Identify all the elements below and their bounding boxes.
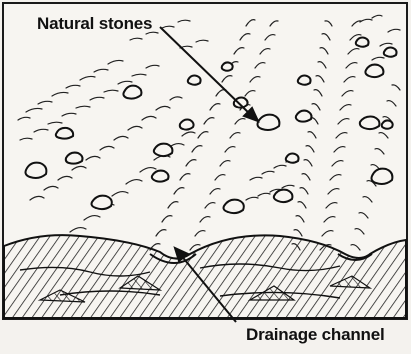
- stone: [180, 120, 194, 130]
- stone: [26, 163, 47, 178]
- stone: [356, 38, 369, 47]
- stone: [123, 86, 141, 99]
- stone: [152, 171, 169, 182]
- stone: [296, 111, 312, 122]
- stone: [298, 76, 311, 85]
- stone: [258, 115, 280, 130]
- natural-stones-label: Natural stones: [37, 14, 152, 34]
- stone: [382, 120, 393, 128]
- drainage-channel-label: Drainage channel: [246, 325, 385, 345]
- stone: [154, 144, 173, 157]
- stone: [365, 65, 383, 78]
- stone: [222, 62, 233, 70]
- stone: [286, 154, 299, 163]
- stone: [92, 196, 112, 210]
- stone: [274, 190, 293, 203]
- stone: [66, 153, 83, 164]
- stone: [372, 169, 393, 184]
- stone: [56, 128, 73, 139]
- stone: [360, 117, 380, 130]
- stone: [224, 200, 244, 214]
- stone: [384, 48, 397, 57]
- stone: [188, 76, 201, 85]
